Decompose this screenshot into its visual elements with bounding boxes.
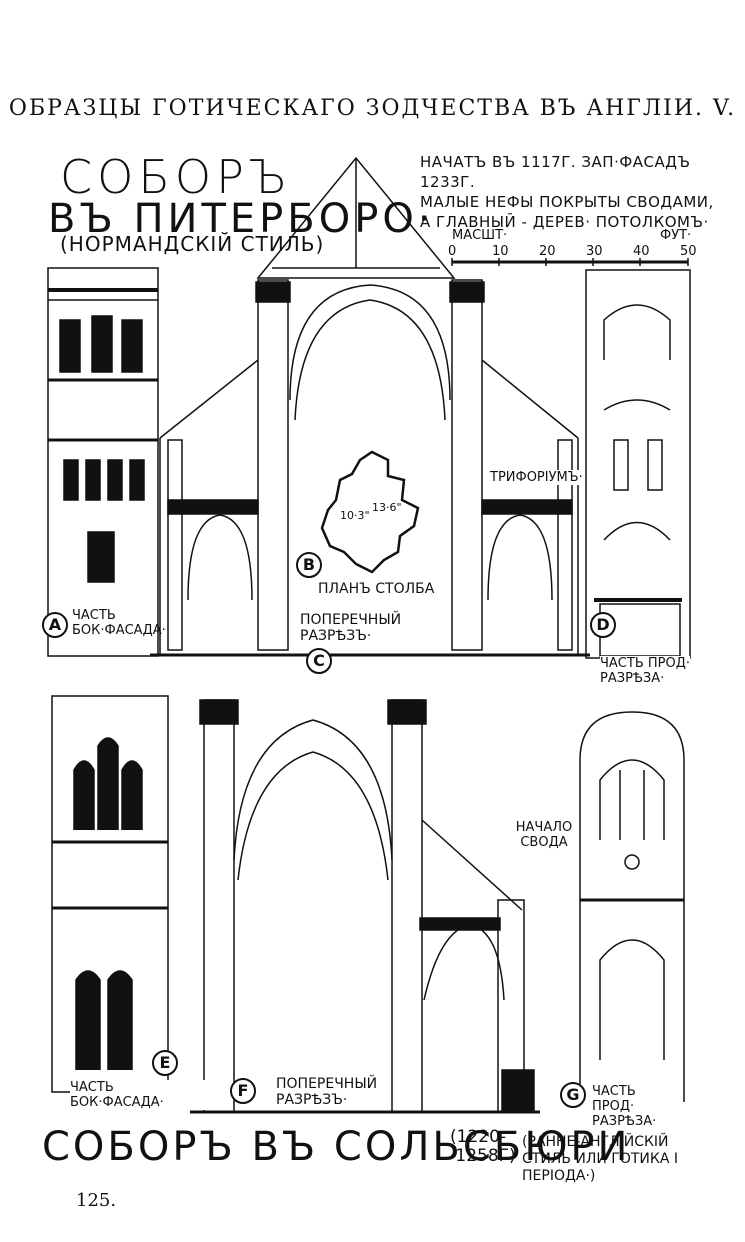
peterborough-longitudinal-section-drawing (585, 269, 691, 659)
scale-tick-40: 40 (633, 244, 650, 259)
label-c: C (306, 648, 332, 674)
peterborough-note: НАЧАТЪ ВЪ 1117Г. ЗАП·ФАСАДЪ 1233Г. МАЛЫЕ… (420, 152, 745, 232)
vault-start-label: НАЧАЛО СВОДА (514, 820, 574, 850)
peterborough-note-line2: МАЛЫЕ НЕФЫ ПОКРЫТЫ СВОДАМИ, (420, 193, 714, 211)
peterborough-title-line2: ВЪ ПИТЕРБОРО· (48, 196, 435, 242)
label-d: D (590, 612, 616, 638)
salisbury-side-facade-drawing (51, 695, 169, 1093)
scale-tick-10: 10 (492, 244, 509, 259)
caption-e: ЧАСТЬ БОК·ФАСАДА· (70, 1080, 210, 1110)
page-number: 125. (76, 1190, 117, 1211)
salisbury-longitudinal-section-drawing (579, 711, 685, 1102)
scale-tick-30: 30 (586, 244, 603, 259)
salisbury-dates: (1220- ·1258Г) (450, 1127, 516, 1166)
label-a: A (42, 612, 68, 638)
caption-g: ЧАСТЬ ПРОД· РАЗРѢЗА· (592, 1084, 678, 1129)
scale-bar (451, 258, 689, 266)
label-e: E (152, 1050, 178, 1076)
scale-tick-0: 0 (448, 244, 457, 259)
pier-plan-label: ПЛАНЪ СТОЛБА (318, 581, 435, 597)
triforium-label: ТРИФОРІУМЪ· (490, 470, 583, 485)
peterborough-cross-section-drawing (150, 156, 590, 657)
pier-dimension-a: 10·3" (340, 509, 370, 522)
peterborough-cross-section-label: ПОПЕРЕЧНЫЙ РАЗРѢЗЪ· (300, 612, 440, 644)
salisbury-title: СОБОРЪ ВЪ СОЛЬСБЮРИ (42, 1124, 631, 1170)
caption-a: ЧАСТЬ БОК·ФАСАДА· (72, 608, 166, 638)
peterborough-side-facade-drawing (47, 267, 159, 657)
label-b: B (296, 552, 322, 578)
salisbury-style-note: (РАННЕ-АНГЛІЙСКІЙ СТИЛЬ ИЛИ ГОТИКА I ПЕР… (522, 1134, 678, 1184)
pier-dimension-b: 13·6" (372, 501, 402, 514)
label-g: G (560, 1082, 586, 1108)
scale-unit: ФУТ· (660, 228, 692, 243)
scale-label: МАСШТ· (452, 228, 508, 243)
peterborough-title-line1: СОБОРЪ (60, 150, 293, 204)
scale-tick-20: 20 (539, 244, 556, 259)
peterborough-note-line3: А ГЛАВНЫЙ - ДЕРЕВ· ПОТОЛКОМЪ· (420, 213, 709, 231)
caption-d: ЧАСТЬ ПРОД· РАЗРѢЗА· (600, 656, 691, 686)
salisbury-cross-section-label: ПОПЕРЕЧНЫЙ РАЗРѢЗЪ· (276, 1076, 386, 1108)
peterborough-note-line1: НАЧАТЪ ВЪ 1117Г. ЗАП·ФАСАДЪ 1233Г. (420, 153, 691, 191)
page-header: ОБРАЗЦЫ ГОТИЧЕСКАГО ЗОДЧЕСТВА ВЪ АНГЛІИ.… (8, 96, 737, 121)
peterborough-title-line3: (НОРМАНДСКІЙ СТИЛЬ) (60, 232, 325, 256)
salisbury-cross-section-drawing (190, 699, 540, 1114)
scale-tick-50: 50 (680, 244, 697, 259)
label-f: F (230, 1078, 256, 1104)
